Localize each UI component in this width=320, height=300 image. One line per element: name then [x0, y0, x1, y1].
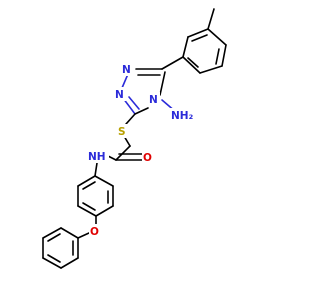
oxygen-phenyl-bond [77, 232, 90, 239]
amide-nh-label: NH [88, 151, 106, 163]
molecule-structure-diagram: N N N NH₂ S O NH O [42, 8, 227, 269]
ch2-carbonyl-bond [115, 145, 131, 161]
atom-labels: N N N NH₂ S O NH O [87, 62, 196, 238]
phenylene-ring [77, 175, 114, 217]
sulfur-label: S [118, 126, 126, 138]
tolyl-ring [182, 28, 227, 74]
carbonyl-oxygen-label: O [143, 152, 152, 164]
amino-group-label: NH₂ [171, 110, 194, 122]
triazole-n-upper-label: N [122, 64, 131, 76]
phenyl-ring [42, 227, 79, 269]
triazole-sulfur-bond [125, 113, 136, 125]
ether-oxygen-label: O [90, 226, 99, 238]
triazole-n-lower-label: N [115, 89, 124, 101]
triazole-n-amino-label: N [149, 94, 158, 106]
aryl-triazole-bond [161, 56, 184, 70]
methyl-bond [207, 8, 215, 30]
nh-aryl-bond [94, 162, 98, 177]
